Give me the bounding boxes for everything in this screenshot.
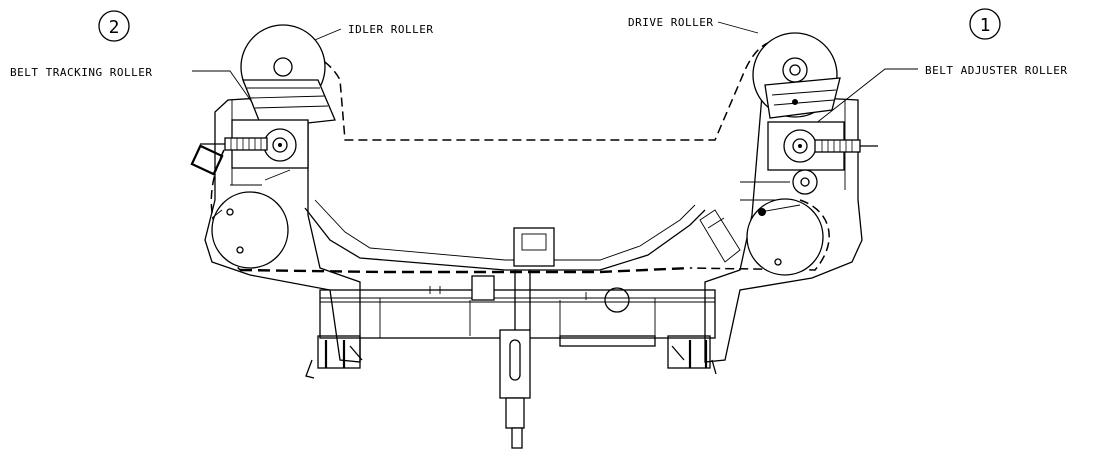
belt-upper-run: [257, 41, 771, 141]
idler-mount-bracket: [242, 79, 336, 129]
drive-roller: [752, 32, 841, 119]
left-foot: [305, 335, 363, 379]
lower-right-roller: [746, 198, 824, 276]
main-beam: [319, 275, 716, 347]
callout-number-2: 2: [109, 17, 120, 38]
lower-left-roller: [211, 191, 289, 269]
callout-adjuster: 1 BELT ADJUSTER ROLLER: [809, 8, 1067, 129]
cross-frame: [304, 199, 706, 271]
label-belt-tracking-roller: BELT TRACKING ROLLER: [10, 66, 152, 79]
callout-number-1: 1: [980, 15, 991, 36]
adjuster-small-roller: [792, 169, 818, 195]
callout-drive: DRIVE ROLLER: [628, 16, 759, 34]
callout-tracking: 2 BELT TRACKING ROLLER: [10, 10, 271, 129]
label-drive-roller: DRIVE ROLLER: [628, 16, 713, 29]
right-foot: [667, 335, 717, 375]
belt-adjuster-roller: [767, 121, 878, 195]
callout-idler: IDLER ROLLER: [309, 23, 433, 43]
drive-mount-bracket: [764, 77, 841, 119]
leader-adjuster: [809, 68, 918, 129]
label-belt-adjuster-roller: BELT ADJUSTER ROLLER: [925, 64, 1067, 77]
label-idler-roller: IDLER ROLLER: [348, 23, 433, 36]
callout-circle-2: [98, 10, 130, 42]
beam-upper-block: [471, 275, 495, 301]
center-post: [499, 270, 531, 449]
callout-circle-1: [969, 8, 1001, 40]
belt-tracking-roller: [190, 119, 309, 176]
beam-hole: [604, 287, 630, 313]
right-side-frame: [699, 94, 863, 363]
leader-drive: [717, 21, 759, 34]
idler-roller: [240, 24, 336, 129]
belt-lower-run: [239, 266, 691, 274]
tracking-knob: [190, 144, 224, 176]
